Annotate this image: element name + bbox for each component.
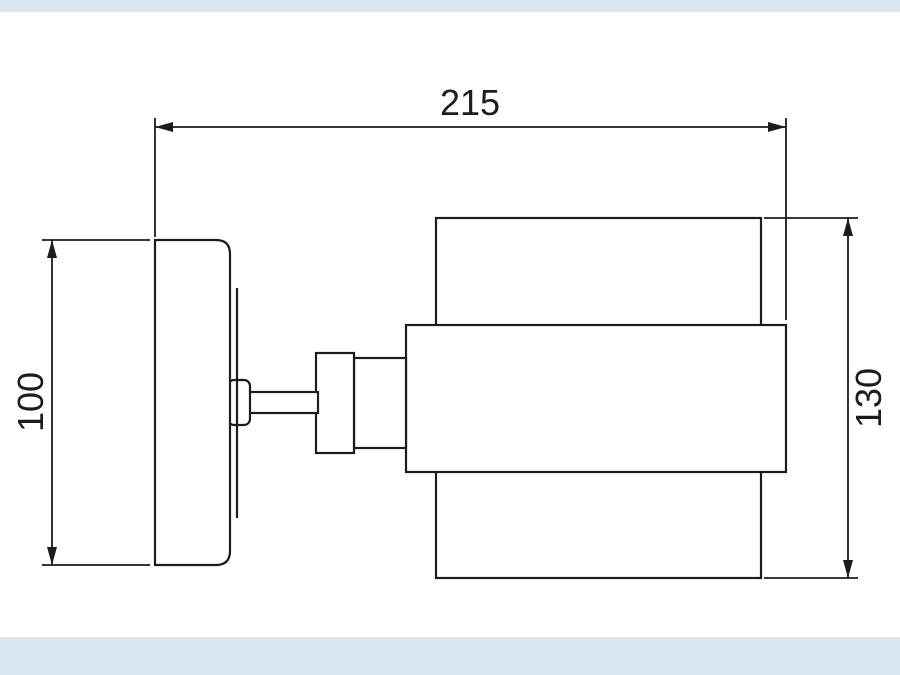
lamp-outline — [153, 216, 788, 580]
swivel-joint — [314, 351, 356, 455]
shade-band — [404, 323, 788, 474]
arrowhead-right — [768, 122, 786, 132]
dimension-height-left — [42, 239, 150, 566]
socket-housing — [352, 356, 408, 450]
arrowhead-bottom — [843, 560, 853, 578]
arrowhead-left — [155, 122, 173, 132]
dimension-height-right-label: 130 — [848, 367, 889, 429]
arrowhead-bottom — [47, 547, 57, 565]
dimension-width — [154, 118, 787, 320]
bottom-border-strip — [0, 637, 900, 675]
wall-plate — [153, 238, 232, 567]
dimension-width-label: 215 — [439, 82, 501, 123]
dimension-height-right — [764, 217, 858, 579]
dimension-height-left-label: 100 — [10, 371, 51, 433]
arrowhead-top — [47, 240, 57, 258]
top-border-strip — [0, 0, 900, 12]
arm-base — [226, 378, 252, 427]
arm — [246, 390, 320, 415]
arrowhead-top — [843, 218, 853, 236]
